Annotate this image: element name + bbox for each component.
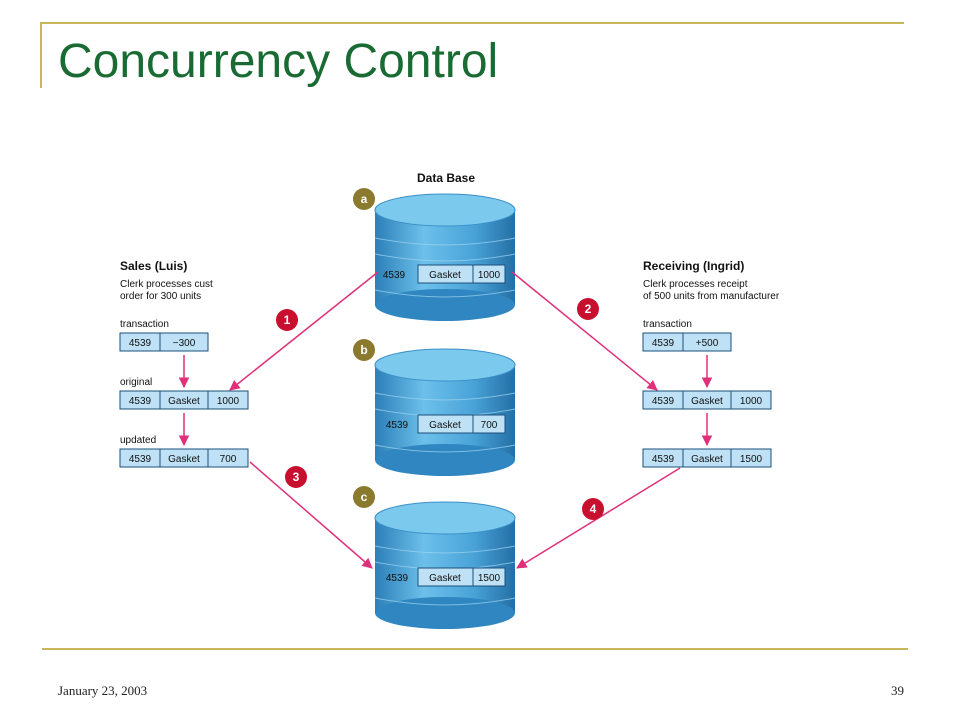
- sales-desc-line2: order for 300 units: [120, 291, 201, 302]
- db-a-item: Gasket: [429, 270, 461, 281]
- arrow-step-1: [229, 271, 379, 391]
- database-cylinder-a: 4539 Gasket 1000: [374, 193, 516, 321]
- db-b-id: 4539: [386, 420, 409, 431]
- footer-date: January 23, 2003: [58, 683, 148, 698]
- db-b-item: Gasket: [429, 420, 461, 431]
- db-marker-c-label: c: [361, 490, 368, 504]
- sales-original-label: original: [120, 377, 152, 388]
- sales-transaction-label: transaction: [120, 319, 169, 330]
- sales-updated-item: Gasket: [168, 454, 200, 465]
- receiving-updated-item: Gasket: [691, 454, 723, 465]
- step-marker-4-label: 4: [590, 502, 597, 516]
- database-title: Data Base: [417, 171, 475, 185]
- step-marker-4: 4: [582, 498, 604, 520]
- step-marker-3: 3: [285, 466, 307, 488]
- db-marker-b: b: [353, 339, 375, 361]
- sales-transaction-id: 4539: [129, 338, 152, 349]
- step-marker-1: 1: [276, 309, 298, 331]
- db-marker-c: c: [353, 486, 375, 508]
- step-marker-2-label: 2: [585, 302, 592, 316]
- receiving-desc-line1: Clerk processes receipt: [643, 279, 748, 290]
- db-a-id: 4539: [383, 270, 406, 281]
- sales-panel: Sales (Luis) Clerk processes cust order …: [119, 259, 249, 468]
- db-marker-a: a: [353, 188, 375, 210]
- sales-desc-line1: Clerk processes cust: [120, 279, 213, 290]
- left-rule: [40, 22, 42, 88]
- slide-title: Concurrency Control: [58, 35, 499, 88]
- receiving-original-item: Gasket: [691, 396, 723, 407]
- db-marker-b-label: b: [360, 343, 367, 357]
- receiving-updated-id: 4539: [652, 454, 675, 465]
- receiving-transaction-id: 4539: [652, 338, 675, 349]
- db-c-item: Gasket: [429, 573, 461, 584]
- receiving-transaction-label: transaction: [643, 319, 692, 330]
- receiving-desc-line2: of 500 units from manufacturer: [643, 291, 780, 302]
- sales-transaction-qty-cell: [159, 332, 209, 352]
- db-marker-a-label: a: [361, 192, 368, 206]
- page-number: 39: [891, 683, 904, 698]
- db-a-qty: 1000: [478, 270, 501, 281]
- receiving-panel: Receiving (Ingrid) Clerk processes recei…: [642, 259, 780, 468]
- step-marker-2: 2: [577, 298, 599, 320]
- database-cylinder-b: 4539 Gasket 700: [374, 348, 516, 476]
- arrow-step-3: [249, 461, 373, 569]
- top-rule: [40, 22, 904, 24]
- receiving-title: Receiving (Ingrid): [643, 259, 744, 273]
- sales-title: Sales (Luis): [120, 259, 187, 273]
- db-b-qty: 700: [481, 420, 498, 431]
- footer-rule: [42, 648, 908, 650]
- db-c-qty: 1500: [478, 573, 501, 584]
- receiving-transaction-qty: +500: [696, 338, 719, 349]
- sales-original-item: Gasket: [168, 396, 200, 407]
- step-marker-3-label: 3: [293, 470, 300, 484]
- sales-transaction-qty: −300: [173, 338, 196, 349]
- receiving-updated-qty: 1500: [740, 454, 763, 465]
- db-c-id: 4539: [386, 573, 409, 584]
- receiving-original-qty: 1000: [740, 396, 763, 407]
- sales-updated-id: 4539: [129, 454, 152, 465]
- sales-updated-qty: 700: [220, 454, 237, 465]
- sales-updated-label: updated: [120, 435, 156, 446]
- arrow-step-2: [511, 271, 658, 391]
- sales-original-id: 4539: [129, 396, 152, 407]
- receiving-original-id: 4539: [652, 396, 675, 407]
- database-cylinder-c: 4539 Gasket 1500: [374, 501, 516, 629]
- step-marker-1-label: 1: [284, 313, 291, 327]
- sales-original-qty: 1000: [217, 396, 240, 407]
